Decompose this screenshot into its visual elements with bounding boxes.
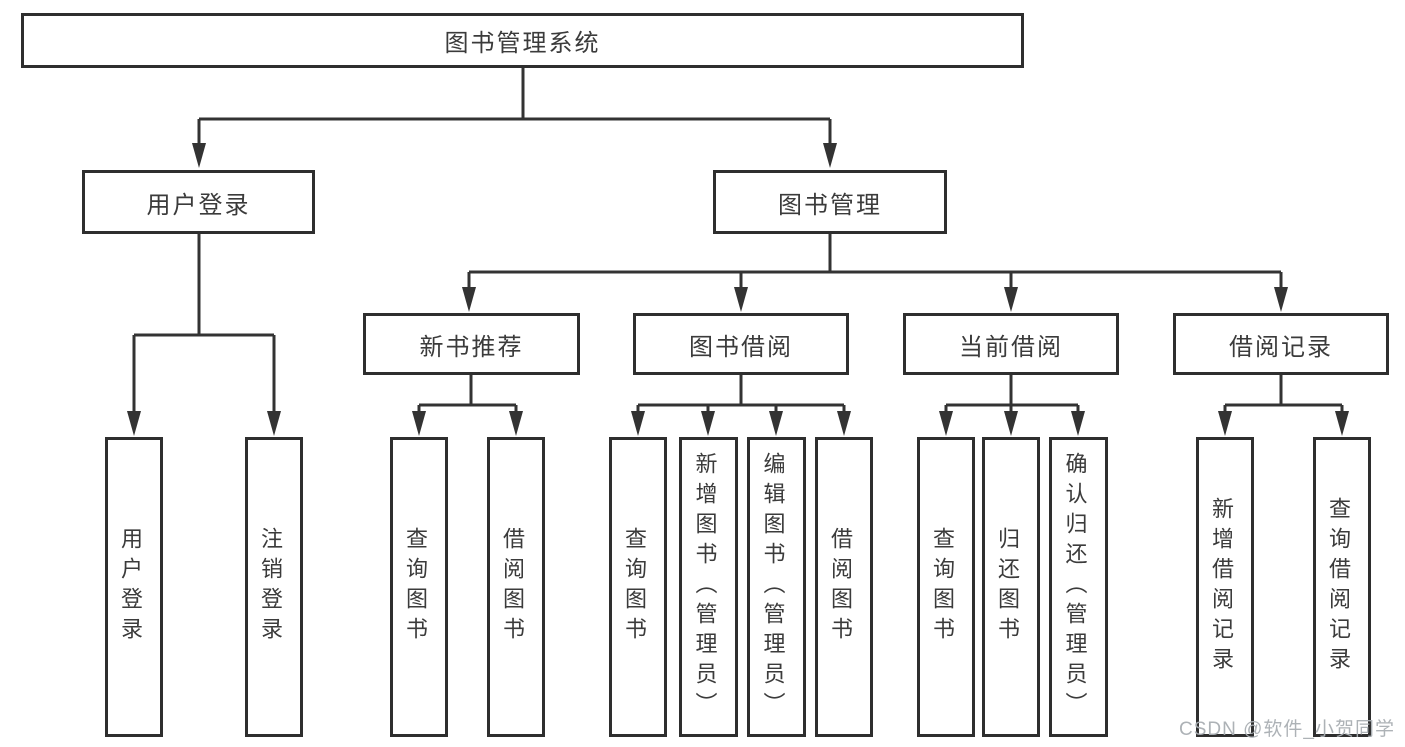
node-leaf-return-books: 归还图书 xyxy=(982,437,1040,737)
leaf-label: 查询借阅记录 xyxy=(1326,497,1351,677)
leaf-label: 用户登录 xyxy=(118,527,143,647)
node-new-book-recommend: 新书推荐 xyxy=(363,313,580,375)
leaf-label: 查询图书 xyxy=(622,527,647,647)
node-leaf-user-login: 用户登录 xyxy=(105,437,163,737)
node-leaf-query-books-borrow: 查询图书 xyxy=(609,437,667,737)
node-leaf-borrow-books: 借阅图书 xyxy=(815,437,873,737)
node-leaf-borrow-books-recommend: 借阅图书 xyxy=(487,437,545,737)
node-current-borrowing: 当前借阅 xyxy=(903,313,1119,375)
leaf-label: 查询图书 xyxy=(930,527,955,647)
node-book-borrowing: 图书借阅 xyxy=(633,313,849,375)
node-leaf-add-books-admin: 新增图书（管理员） xyxy=(679,437,738,737)
leaf-label: 归还图书 xyxy=(995,527,1020,647)
csdn-watermark: CSDN @软件_小贺同学 xyxy=(1179,719,1395,740)
leaf-label: 编辑图书（管理员） xyxy=(760,452,786,722)
node-leaf-edit-books-admin: 编辑图书（管理员） xyxy=(747,437,806,737)
leaf-label: 新增借阅记录 xyxy=(1209,497,1234,677)
node-leaf-logout: 注销登录 xyxy=(245,437,303,737)
node-leaf-add-borrow-record: 新增借阅记录 xyxy=(1196,437,1254,737)
node-borrow-records: 借阅记录 xyxy=(1173,313,1389,375)
node-leaf-query-borrow-record: 查询借阅记录 xyxy=(1313,437,1371,737)
leaf-label: 确认归还（管理员） xyxy=(1062,452,1088,722)
leaf-label: 借阅图书 xyxy=(500,527,525,647)
leaf-label: 注销登录 xyxy=(258,527,283,647)
leaf-label: 借阅图书 xyxy=(828,527,853,647)
leaf-label: 查询图书 xyxy=(403,527,428,647)
node-book-management: 图书管理 xyxy=(713,170,947,234)
leaf-label: 新增图书（管理员） xyxy=(692,452,718,722)
node-leaf-confirm-return-admin: 确认归还（管理员） xyxy=(1049,437,1108,737)
node-user-login: 用户登录 xyxy=(82,170,315,234)
node-leaf-query-books-current: 查询图书 xyxy=(917,437,975,737)
node-root-system: 图书管理系统 xyxy=(21,13,1024,68)
node-leaf-query-books-recommend: 查询图书 xyxy=(390,437,448,737)
